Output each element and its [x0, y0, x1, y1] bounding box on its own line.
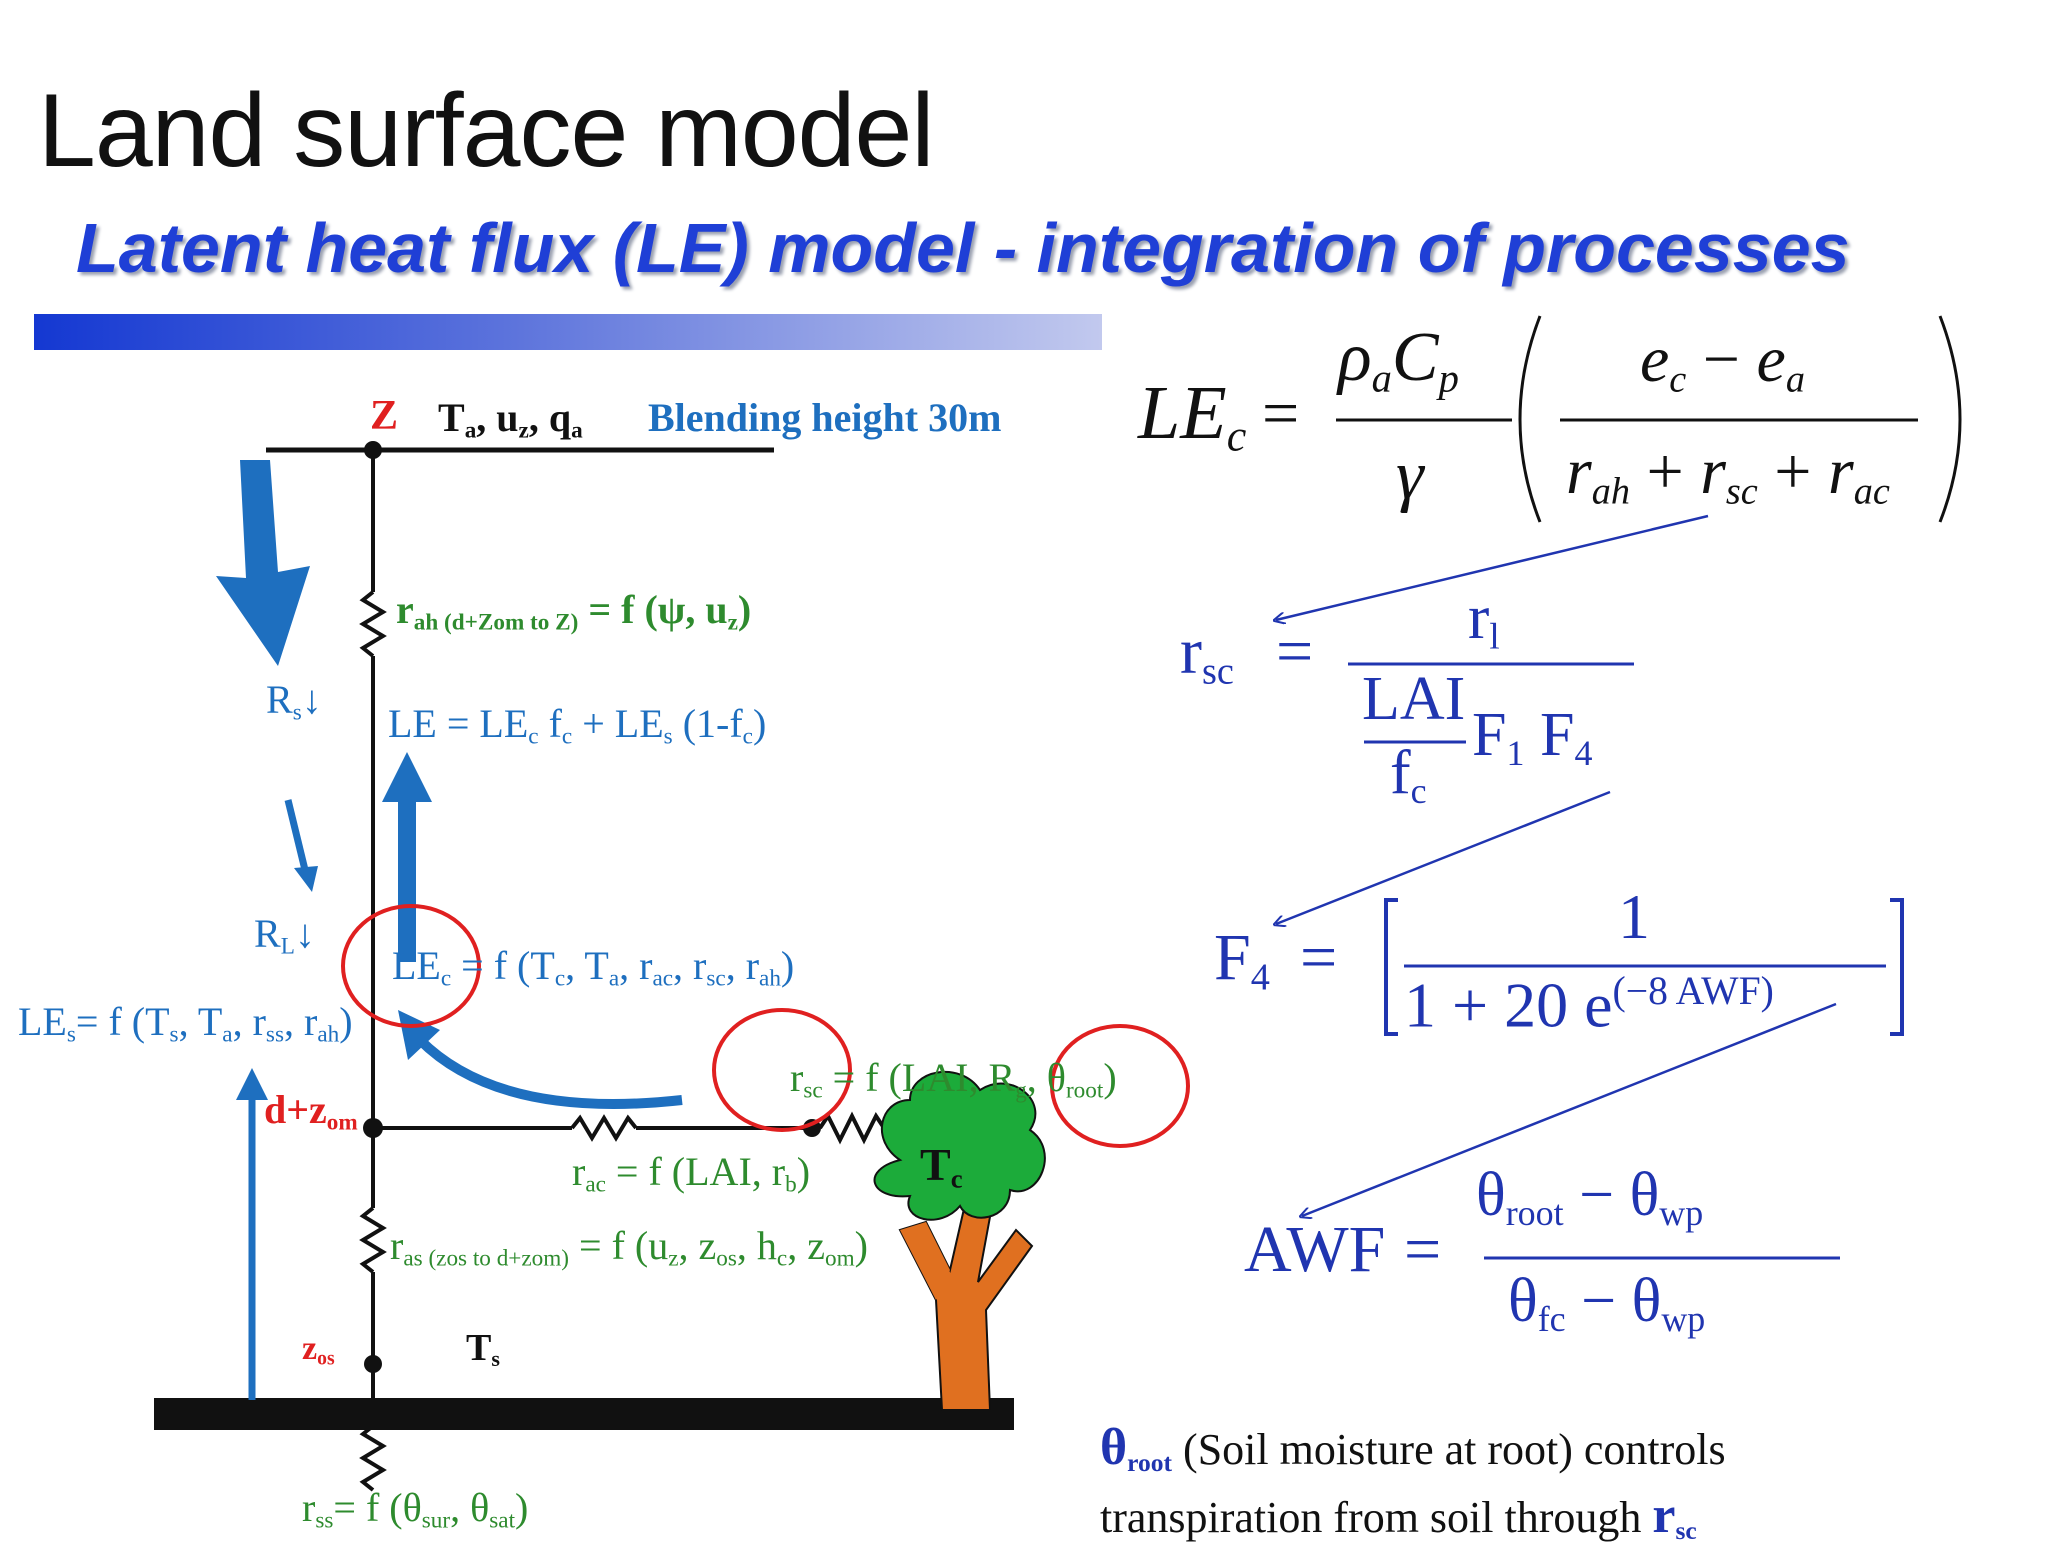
lec-left-paren: [1518, 315, 1542, 523]
blending-height-label: Blending height 30m: [648, 395, 1002, 440]
resistor-rah: [359, 590, 387, 658]
f4-numerator: 1: [1618, 881, 1650, 952]
awf-denominator: θfc − θwp: [1508, 1267, 1706, 1340]
rsc-fc: fc: [1390, 739, 1427, 812]
lec-function-label: LEc = f (Tc, Ta, rac, rsc, rah): [392, 943, 795, 992]
les-function-label: LEs= f (Ts, Ta, rss, rah): [18, 999, 353, 1048]
rss-function-label: rss= f (θsur, θsat): [302, 1485, 529, 1534]
resistor-rss: [359, 1424, 387, 1492]
tc-label: Tc: [920, 1139, 963, 1194]
link-arrow-2: [1276, 790, 1611, 924]
rac-function-label: rac = f (LAI, rb): [572, 1149, 811, 1198]
ras-function-label: ras (zos to d+zom) = f (uz, zos, hc, zom…: [390, 1223, 868, 1272]
rl-label: RL↓: [254, 911, 315, 960]
zos-label: zos: [302, 1330, 335, 1370]
rah-label: rah (d+Zom to Z) = f (ψ, uz): [396, 587, 752, 636]
title-gradient-bar: [34, 314, 1102, 350]
resistor-ras: [359, 1206, 387, 1274]
lec-vapor-difference: ec − ea: [1640, 323, 1805, 401]
lec-numerator: ρaCp: [1338, 319, 1459, 401]
link-arrow-3: [1302, 1002, 1837, 1216]
lec-denominator-gamma: γ: [1396, 437, 1424, 514]
rsc-lai: LAI: [1362, 665, 1466, 733]
longwave-arrow: [284, 799, 310, 875]
link-arrow-1: [1276, 514, 1709, 620]
highlight-rsc: [712, 1008, 852, 1132]
lec-resistance-sum: rah + rsc + rac: [1566, 435, 1890, 513]
lec-equation-lhs: LEc: [1138, 371, 1247, 461]
rsc-numerator: rl: [1468, 581, 1500, 658]
lec-equation-equals: =: [1262, 377, 1300, 450]
theta-root-note-line1: θroot (Soil moisture at root) controls: [1100, 1419, 1726, 1478]
theta-root-note-line2: transpiration from soil through rsc: [1100, 1487, 1697, 1546]
awf-equation-equals: =: [1404, 1213, 1442, 1286]
rsc-f1-f4: F1 F4: [1472, 701, 1593, 774]
node-zos: [364, 1355, 382, 1373]
tree-icon: [873, 1071, 1046, 1411]
f4-denominator: 1 + 20 e(−8 AWF): [1404, 969, 1774, 1041]
slide-subtitle: Latent heat flux (LE) model - integratio…: [76, 209, 1850, 287]
ground-bar: [154, 1398, 1014, 1430]
le-up-arrow: [398, 800, 416, 962]
rsc-equation-equals: =: [1276, 615, 1314, 688]
top-variables-label: Ta, uz, qa: [438, 395, 583, 444]
ts-label: Ts: [466, 1327, 500, 1372]
rsc-function-label: rsc = f (LAI, Rg, θroot): [790, 1055, 1117, 1104]
le-total-equation: LE = LEc fc + LEs (1-fc): [388, 701, 767, 750]
rs-label: Rs↓: [266, 677, 322, 726]
lec-right-paren: [1938, 315, 1962, 523]
f4-equation-equals: =: [1300, 921, 1338, 994]
canopy-flux-curve: [416, 1036, 683, 1109]
awf-equation-lhs: AWF: [1244, 1213, 1386, 1286]
awf-numerator: θroot − θwp: [1476, 1161, 1704, 1234]
f4-equation-lhs: F4: [1214, 921, 1270, 999]
f4-left-bracket: [1384, 898, 1398, 1036]
resistor-rsc: [818, 1111, 886, 1145]
resistor-rac: [570, 1114, 638, 1142]
highlight-lec: [341, 904, 481, 1028]
f4-right-bracket: [1890, 898, 1904, 1036]
highlight-theta-root: [1050, 1024, 1190, 1148]
solar-radiation-arrow: [216, 460, 310, 666]
z-label: Z: [370, 393, 399, 439]
rsc-equation-lhs: rsc: [1180, 615, 1234, 693]
slide-title: Land surface model: [38, 73, 934, 189]
d-zom-label: d+zom: [264, 1087, 358, 1136]
node-z: [364, 441, 382, 459]
